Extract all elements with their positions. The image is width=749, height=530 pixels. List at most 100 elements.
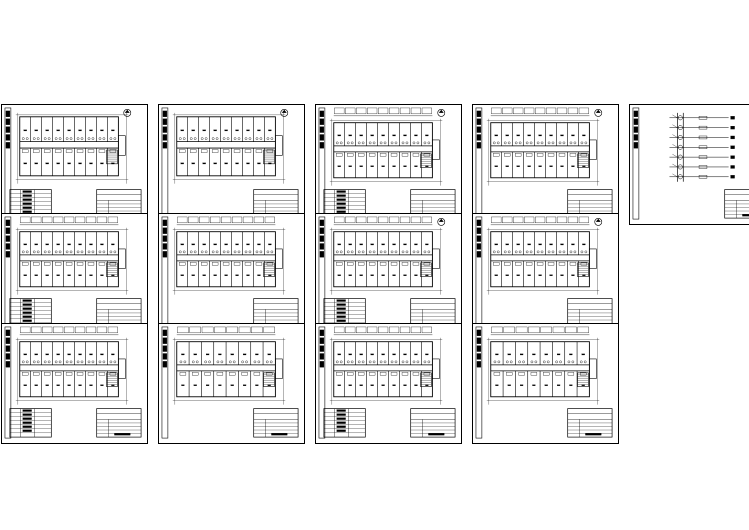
stair-symbol xyxy=(106,358,126,387)
north-arrow-symbol xyxy=(594,109,603,117)
sheet-side-strip xyxy=(161,216,169,329)
fixtures xyxy=(179,353,273,386)
floor-plan-sheet xyxy=(472,323,619,444)
grid-axes xyxy=(15,337,129,405)
sheet-drawing xyxy=(632,107,749,220)
floor-plan-drawing xyxy=(172,326,286,405)
revision-table xyxy=(323,408,366,438)
floor-plan-drawing xyxy=(172,216,286,295)
room-partitions xyxy=(30,231,108,287)
room-partitions xyxy=(344,122,422,178)
fixtures xyxy=(21,243,117,276)
revision-table xyxy=(9,298,52,328)
sheet-drawing xyxy=(161,216,299,329)
floor-plan-sheet xyxy=(158,323,305,444)
grid-axes xyxy=(15,112,129,184)
sheet-side-strip xyxy=(632,107,640,220)
revision-table xyxy=(9,189,52,219)
room-partitions xyxy=(344,341,422,397)
sheet-drawing xyxy=(475,107,613,220)
dimension-boxes xyxy=(19,216,119,226)
riser-diagram-sheet xyxy=(629,104,749,225)
grid-axes xyxy=(329,118,443,186)
grid-axes xyxy=(15,227,129,295)
fixtures xyxy=(492,134,588,167)
riser-diagram-drawing xyxy=(669,112,735,182)
stair-symbol xyxy=(106,248,126,277)
dimension-boxes xyxy=(333,107,433,117)
sheet-side-strip xyxy=(475,216,483,329)
grid-axes xyxy=(172,227,286,295)
grid-axes xyxy=(486,227,600,295)
fixtures xyxy=(178,129,274,165)
north-arrow-symbol xyxy=(594,218,603,226)
fixtures xyxy=(178,243,274,276)
floor-plan-drawing xyxy=(172,112,286,184)
dimension-boxes xyxy=(19,326,119,336)
north-arrow-symbol xyxy=(123,109,132,117)
sheet-side-strip xyxy=(475,107,483,220)
north-arrow-symbol xyxy=(280,109,289,117)
dimension-boxes xyxy=(333,326,433,336)
dimension-boxes xyxy=(490,107,590,117)
stair-symbol xyxy=(263,248,283,277)
room-partitions xyxy=(501,231,579,287)
sheet-drawing xyxy=(4,216,142,329)
sheet-drawing xyxy=(475,216,613,329)
room-partitions xyxy=(30,341,108,397)
sheet-drawing xyxy=(318,326,456,439)
sheet-drawing xyxy=(161,326,299,439)
floor-plan-drawing xyxy=(486,216,600,295)
floor-plan-drawing xyxy=(329,326,443,405)
floor-plan-sheet xyxy=(315,213,462,334)
stair-symbol xyxy=(106,135,126,165)
room-partitions xyxy=(344,231,422,287)
sheet-side-strip xyxy=(4,326,12,439)
floor-plan-sheet xyxy=(1,323,148,444)
sheet-drawing xyxy=(318,216,456,329)
stair-symbol xyxy=(420,139,440,168)
stair-symbol xyxy=(577,248,597,277)
room-partitions xyxy=(187,231,265,287)
sheet-drawing xyxy=(4,326,142,439)
grid-axes xyxy=(329,227,443,295)
dimension-boxes xyxy=(490,216,590,226)
grid-axes xyxy=(172,337,286,405)
stair-symbol xyxy=(263,358,283,387)
sheet-drawing xyxy=(318,107,456,220)
fixtures xyxy=(21,129,117,165)
stair-symbol xyxy=(420,248,440,277)
fixtures xyxy=(493,353,587,386)
sheet-drawing xyxy=(475,326,613,439)
stair-symbol xyxy=(577,358,597,387)
floor-plan-sheet xyxy=(315,104,462,225)
floor-plan-sheet xyxy=(158,104,305,225)
grid-axes xyxy=(329,337,443,405)
sheet-side-strip xyxy=(161,326,169,439)
floor-plan-sheet xyxy=(472,213,619,334)
stair-symbol xyxy=(577,139,597,168)
stair-symbol xyxy=(263,135,283,165)
grid-axes xyxy=(486,337,600,405)
dimension-boxes xyxy=(176,326,276,336)
fixtures xyxy=(335,134,431,167)
sheet-side-strip xyxy=(161,107,169,220)
title-block xyxy=(253,408,299,438)
fixtures xyxy=(21,353,117,386)
room-partitions xyxy=(187,116,265,176)
title-block xyxy=(567,408,613,438)
floor-plan-drawing xyxy=(329,216,443,295)
room-partitions xyxy=(501,122,579,178)
sheet-drawing xyxy=(4,107,142,220)
floor-plan-drawing xyxy=(15,112,129,184)
fixtures xyxy=(335,243,431,276)
stair-symbol xyxy=(420,358,440,387)
north-arrow-symbol xyxy=(437,109,446,117)
floor-plan-drawing xyxy=(15,326,129,405)
title-block xyxy=(410,408,456,438)
room-partitions xyxy=(30,116,108,176)
fixtures xyxy=(492,243,588,276)
revision-table xyxy=(9,408,52,438)
sheet-side-strip xyxy=(475,326,483,439)
